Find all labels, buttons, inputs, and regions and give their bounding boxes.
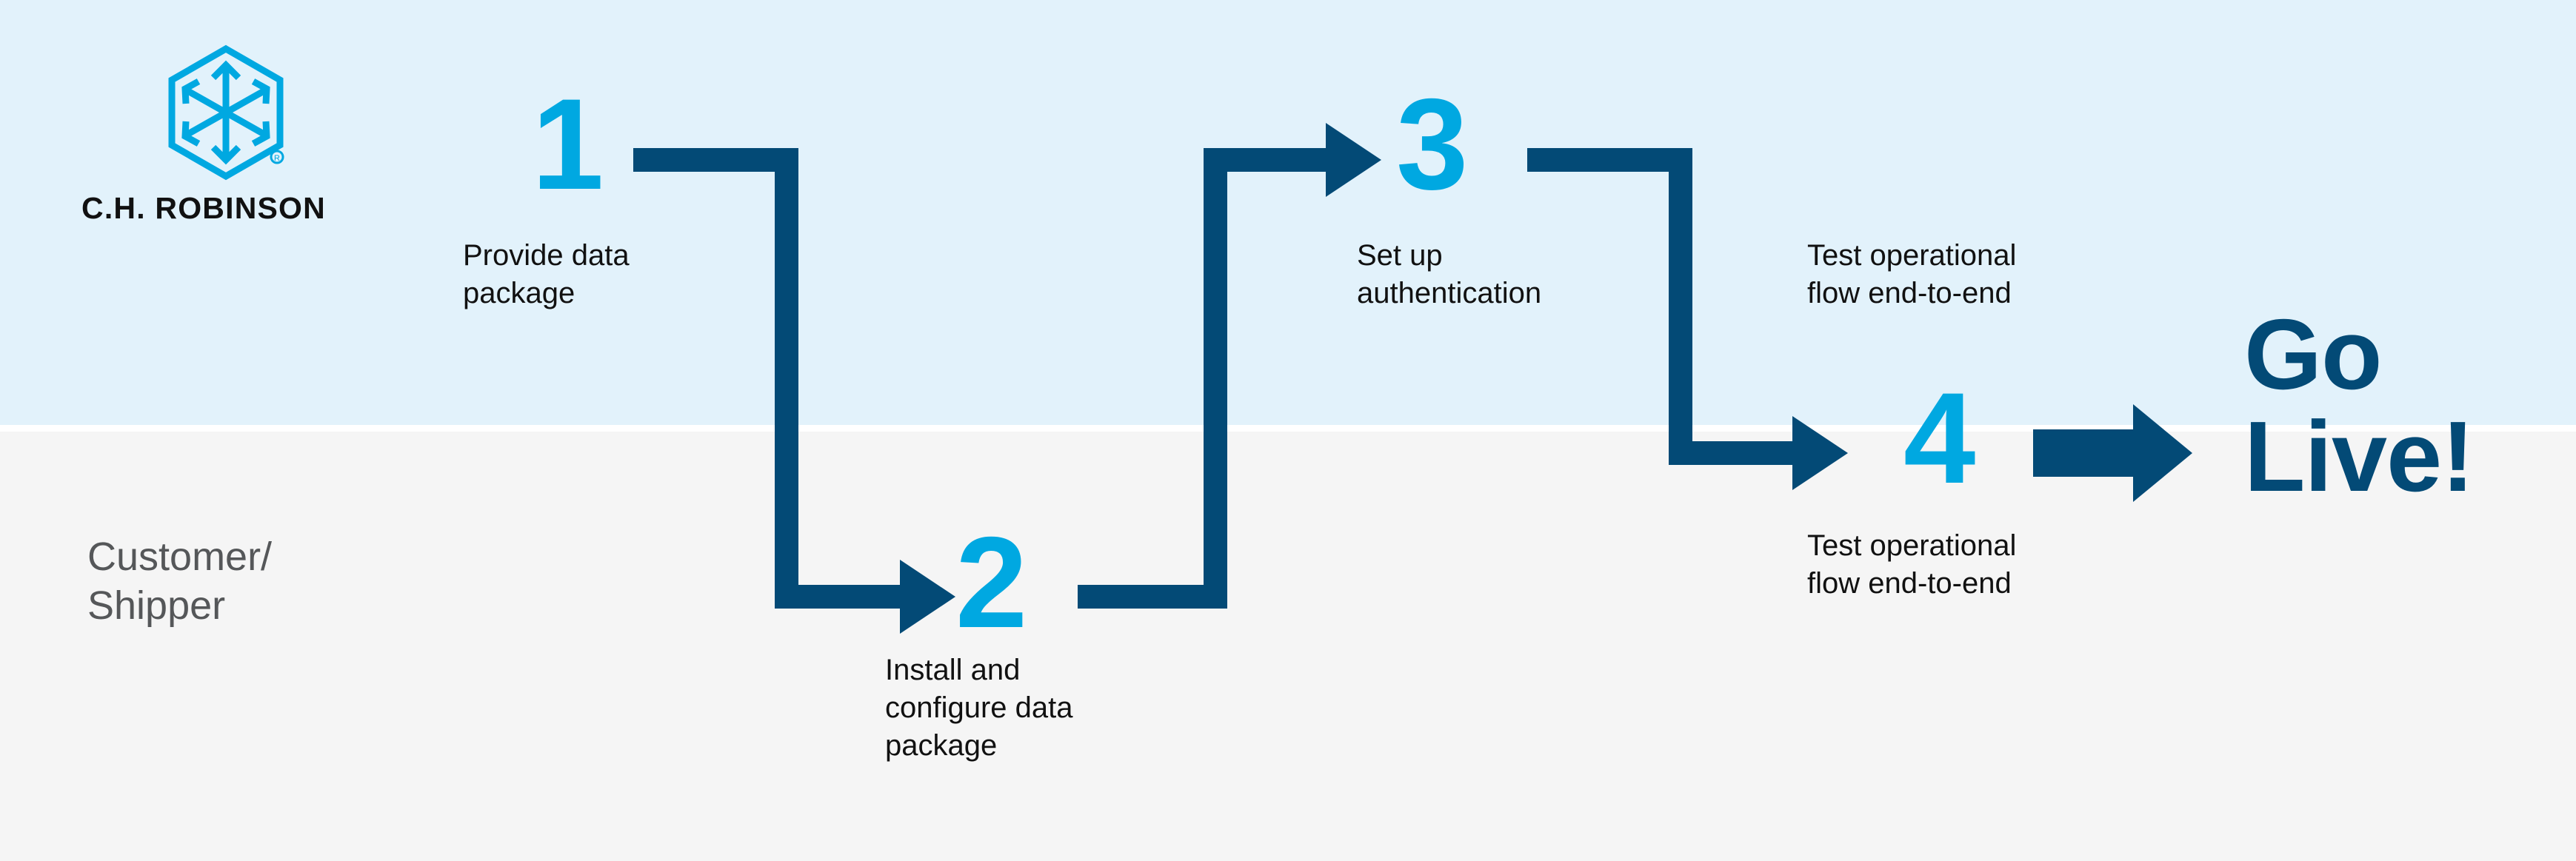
step-number-3: 3 [1396, 73, 1469, 217]
lane-divider [0, 425, 2576, 432]
lane-band-upper [0, 0, 2576, 425]
step-caption-1: Provide data package [463, 239, 630, 310]
step-caption-2: Install and configure data package [885, 654, 1073, 763]
step-caption-test-flow-upper: Test operational flow end-to-end [1807, 239, 2017, 310]
step-caption-4: Test operational flow end-to-end [1807, 529, 2017, 600]
step-number-1: 1 [532, 73, 604, 217]
lane-label-customer-shipper: Customer/ Shipper [87, 535, 273, 628]
hexagon-arrows-icon: R [163, 44, 289, 185]
brand-logo: R C.H. ROBINSON [78, 44, 325, 289]
step-number-2: 2 [955, 511, 1028, 655]
step-number-4: 4 [1903, 366, 1976, 511]
svg-text:R: R [274, 154, 280, 163]
brand-wordmark: C.H. ROBINSON [81, 191, 326, 225]
go-live-label: Go Live! [2244, 298, 2475, 512]
lane-band-lower [0, 432, 2576, 861]
step-caption-3: Set up authentication [1357, 239, 1542, 310]
